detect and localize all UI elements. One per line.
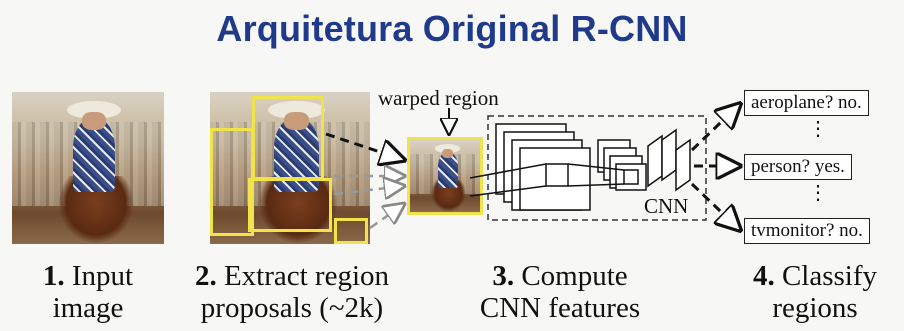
page-title: Arquitetura Original R-CNN (216, 8, 688, 49)
ellipsis: ⋮ (808, 118, 828, 140)
class-arrow (690, 182, 740, 230)
warped-region-label: warped region (378, 86, 499, 110)
class-arrow (690, 104, 740, 152)
proposal-arrow (369, 204, 404, 230)
region-proposal-box (334, 218, 368, 244)
proposal-arrow (325, 132, 404, 160)
cnn-label: CNN (644, 194, 689, 218)
class-output: person? yes. (744, 154, 852, 180)
input-image (12, 92, 164, 244)
class-output: tvmonitor? no. (744, 218, 870, 244)
ellipsis: ⋮ (808, 182, 828, 204)
cnn-layers (495, 123, 691, 211)
class-output: aeroplane? no. (744, 90, 869, 116)
proposal-arrow (333, 186, 404, 194)
cnn-kernels (469, 163, 639, 197)
region-proposal-box (210, 128, 254, 236)
warped-region-image (407, 137, 483, 215)
region-proposal-box (248, 178, 332, 232)
cnn-container (487, 115, 707, 221)
